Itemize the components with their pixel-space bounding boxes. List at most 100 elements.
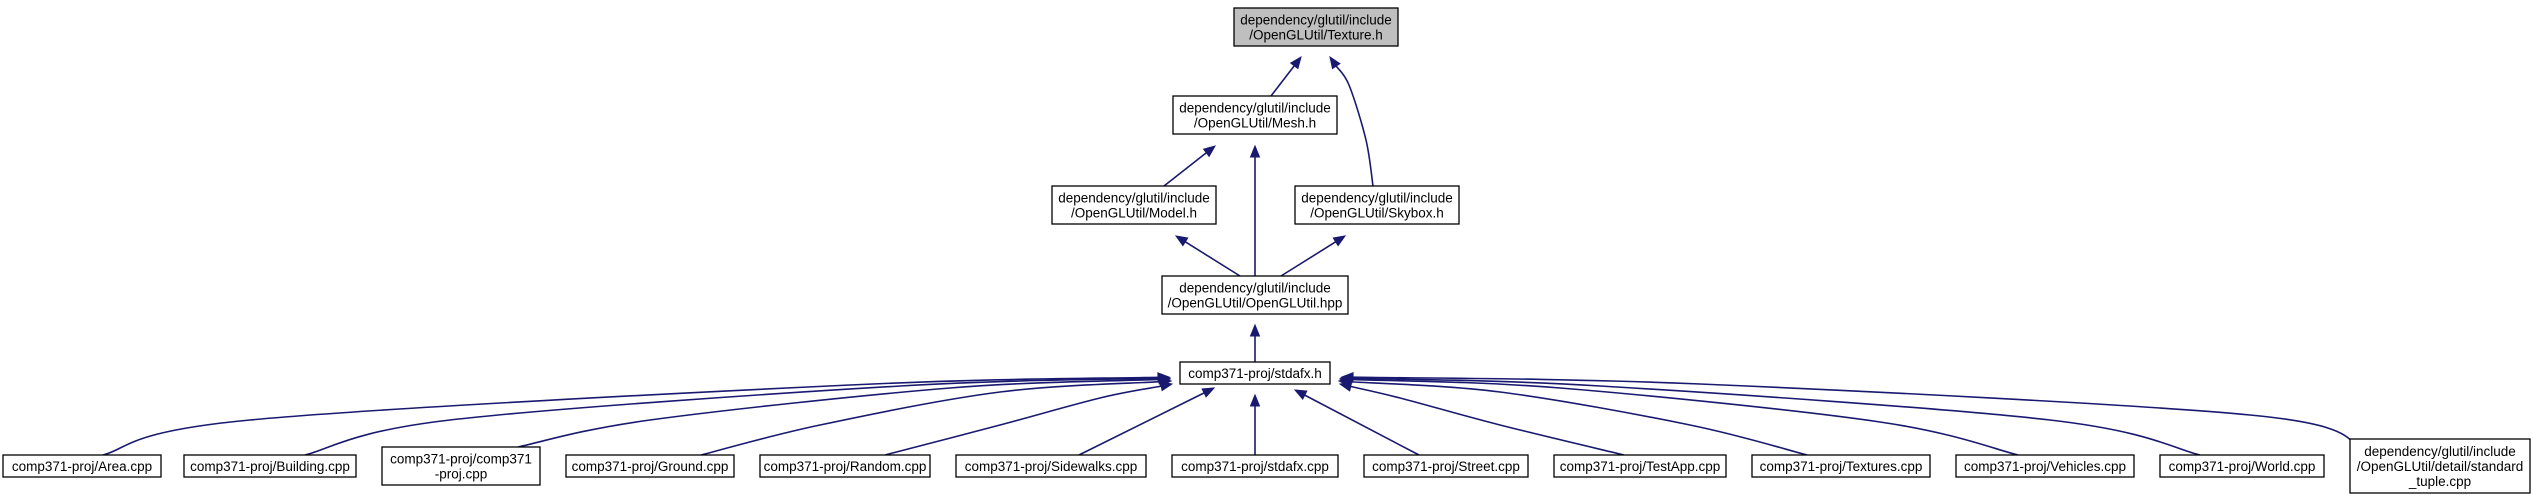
node-label-line: comp371-proj/Random.cpp bbox=[764, 459, 927, 474]
edge-line bbox=[1270, 65, 1295, 97]
edge-line bbox=[1078, 392, 1205, 456]
edge-line bbox=[1280, 241, 1337, 277]
node-label-line: dependency/glutil/include bbox=[2364, 444, 2516, 459]
node-label-line: comp371-proj/Textures.cpp bbox=[1760, 459, 1923, 474]
node-label-line: dependency/glutil/include bbox=[1058, 191, 1210, 206]
edges-layer bbox=[102, 55, 2363, 456]
edge-line bbox=[304, 377, 1160, 456]
node-label-line: dependency/glutil/include bbox=[1240, 13, 1392, 28]
edge-line bbox=[517, 378, 1160, 448]
node-label-line: comp371-proj/Sidewalks.cpp bbox=[965, 459, 1138, 474]
edge-arrowhead bbox=[1293, 389, 1308, 400]
node-box bbox=[1179, 361, 1331, 385]
node-label-line: comp371-proj/comp371 bbox=[390, 452, 532, 467]
node-world[interactable]: comp371-proj/World.cpp bbox=[2159, 454, 2325, 478]
node-model[interactable]: dependency/glutil/include/OpenGLUtil/Mod… bbox=[1051, 185, 1217, 225]
edge-testapp-to-stdafx_h bbox=[1338, 381, 1625, 456]
edge-arrowhead bbox=[1329, 55, 1341, 70]
node-comp371[interactable]: comp371-proj/comp371-proj.cpp bbox=[381, 446, 541, 486]
edge-openglutil-to-skybox bbox=[1280, 235, 1347, 277]
edge-arrowhead bbox=[1174, 235, 1189, 247]
edge-arrowhead bbox=[1249, 393, 1261, 407]
node-box bbox=[1553, 454, 1727, 478]
edge-skybox-to-texture bbox=[1329, 55, 1374, 187]
edge-random-to-stdafx_h bbox=[884, 381, 1174, 456]
node-sidewalks[interactable]: comp371-proj/Sidewalks.cpp bbox=[955, 454, 1147, 478]
node-label-line: -proj.cpp bbox=[435, 467, 488, 482]
edge-arrowhead bbox=[1249, 323, 1261, 337]
node-box bbox=[1171, 454, 1339, 478]
node-mesh[interactable]: dependency/glutil/include/OpenGLUtil/Mes… bbox=[1172, 95, 1338, 135]
edge-line bbox=[1349, 380, 1808, 456]
edge-arrowhead bbox=[1159, 381, 1174, 392]
edge-world-to-stdafx_h bbox=[1339, 373, 2201, 456]
node-box bbox=[759, 454, 931, 478]
node-label-line: comp371-proj/Vehicles.cpp bbox=[1964, 459, 2126, 474]
node-label-line: comp371-proj/stdafx.h bbox=[1188, 366, 1322, 381]
edge-line bbox=[1350, 385, 1625, 456]
node-label-line: comp371-proj/TestApp.cpp bbox=[1560, 459, 1721, 474]
node-stdafx_h[interactable]: comp371-proj/stdafx.h bbox=[1179, 361, 1331, 385]
node-box bbox=[381, 446, 541, 486]
edge-line bbox=[1184, 241, 1241, 277]
node-texture[interactable]: dependency/glutil/include/OpenGLUtil/Tex… bbox=[1233, 7, 1399, 47]
node-label-line: /OpenGLUtil/Model.h bbox=[1071, 206, 1197, 221]
node-box bbox=[1294, 185, 1460, 225]
edge-line bbox=[1350, 378, 2019, 456]
node-textures[interactable]: comp371-proj/Textures.cpp bbox=[1751, 454, 1931, 478]
node-openglutil[interactable]: dependency/glutil/include/OpenGLUtil/Ope… bbox=[1161, 275, 1349, 315]
node-label-line: /OpenGLUtil/Mesh.h bbox=[1194, 116, 1316, 131]
edge-openglutil-to-model bbox=[1174, 235, 1241, 277]
edge-line bbox=[1304, 394, 1420, 456]
edge-model-to-mesh bbox=[1163, 145, 1217, 187]
node-testapp[interactable]: comp371-proj/TestApp.cpp bbox=[1553, 454, 1727, 478]
node-box bbox=[565, 454, 735, 478]
edge-arrowhead bbox=[1202, 145, 1217, 158]
node-label-line: comp371-proj/stdafx.cpp bbox=[1181, 459, 1329, 474]
node-label-line: /OpenGLUtil/Texture.h bbox=[1249, 28, 1383, 43]
node-skybox[interactable]: dependency/glutil/include/OpenGLUtil/Sky… bbox=[1294, 185, 1460, 225]
node-box bbox=[2, 454, 162, 478]
node-street[interactable]: comp371-proj/Street.cpp bbox=[1363, 454, 1529, 478]
edge-stdafx_cpp-to-stdafx_h bbox=[1249, 393, 1261, 455]
edge-mesh-to-texture bbox=[1270, 55, 1302, 97]
node-box bbox=[1051, 185, 1217, 225]
node-stdafx_cpp[interactable]: comp371-proj/stdafx.cpp bbox=[1171, 454, 1339, 478]
node-random[interactable]: comp371-proj/Random.cpp bbox=[759, 454, 931, 478]
node-label-line: _tuple.cpp bbox=[2408, 474, 2471, 489]
edge-line bbox=[102, 376, 1159, 456]
edge-line bbox=[1352, 376, 2363, 448]
edge-arrowhead bbox=[1340, 371, 1354, 383]
node-box bbox=[1161, 275, 1349, 315]
node-label-line: dependency/glutil/include bbox=[1179, 101, 1331, 116]
node-label-line: comp371-proj/Building.cpp bbox=[190, 459, 350, 474]
node-label-line: /OpenGLUtil/Skybox.h bbox=[1310, 206, 1444, 221]
node-area[interactable]: comp371-proj/Area.cpp bbox=[2, 454, 162, 478]
edge-line bbox=[884, 385, 1162, 456]
node-label-line: dependency/glutil/include bbox=[1301, 191, 1453, 206]
node-standard_tuple[interactable]: dependency/glutil/include/OpenGLUtil/det… bbox=[2349, 438, 2531, 494]
node-box bbox=[1233, 7, 1399, 47]
edge-area-to-stdafx_h bbox=[102, 372, 1171, 456]
edge-stdafx_h-to-openglutil bbox=[1249, 323, 1261, 362]
edge-line bbox=[1351, 377, 2201, 456]
node-label-line: comp371-proj/Area.cpp bbox=[12, 459, 152, 474]
edge-arrowhead bbox=[1289, 55, 1302, 70]
node-box bbox=[2159, 454, 2325, 478]
node-vehicles[interactable]: comp371-proj/Vehicles.cpp bbox=[1955, 454, 2135, 478]
node-label-line: comp371-proj/World.cpp bbox=[2169, 459, 2316, 474]
edge-arrowhead bbox=[1249, 144, 1261, 158]
edge-standard_tuple-to-stdafx_h bbox=[1340, 371, 2363, 448]
edge-line bbox=[1335, 65, 1374, 187]
edge-arrowhead bbox=[1201, 387, 1216, 398]
node-label-line: /OpenGLUtil/detail/standard bbox=[2357, 459, 2524, 474]
node-box bbox=[1172, 95, 1338, 135]
edge-sidewalks-to-stdafx_h bbox=[1078, 387, 1216, 456]
node-label-line: dependency/glutil/include bbox=[1179, 281, 1331, 296]
edge-line bbox=[1163, 152, 1207, 187]
node-box bbox=[1363, 454, 1529, 478]
node-ground[interactable]: comp371-proj/Ground.cpp bbox=[565, 454, 735, 478]
nodes-layer: dependency/glutil/include/OpenGLUtil/Tex… bbox=[2, 7, 2531, 494]
node-building[interactable]: comp371-proj/Building.cpp bbox=[183, 454, 357, 478]
